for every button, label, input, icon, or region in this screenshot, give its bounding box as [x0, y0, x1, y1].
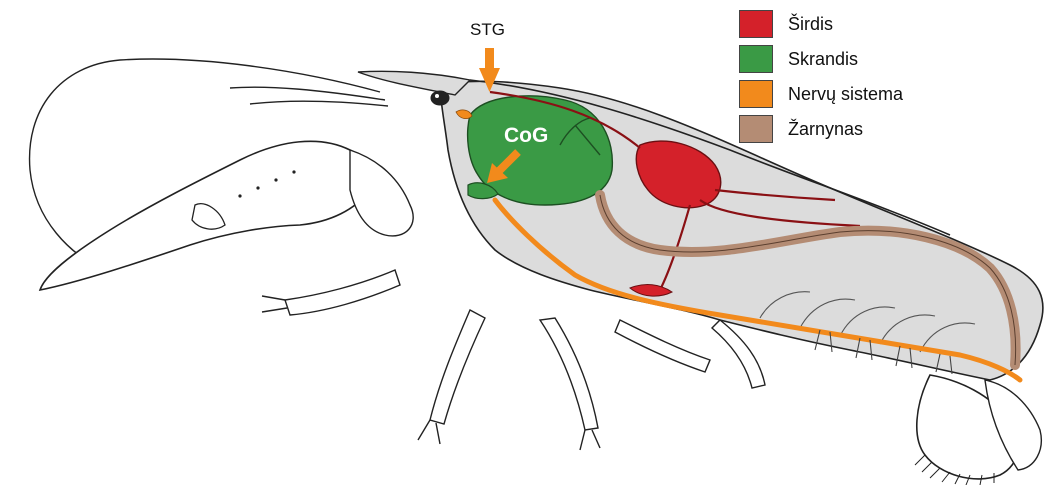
- eye: [431, 91, 449, 105]
- legend-label-nervous-system: Nervų sistema: [788, 84, 903, 105]
- cog-label: CoG: [504, 124, 548, 148]
- eye-highlight: [435, 94, 439, 98]
- legend-item-nervous-system: Nervų sistema: [739, 78, 1039, 113]
- legend-item-intestine: Žarnynas: [739, 113, 1039, 148]
- legend-label-intestine: Žarnynas: [788, 119, 863, 140]
- legend-swatch-stomach: [739, 45, 773, 73]
- legend-label-stomach: Skrandis: [788, 49, 858, 70]
- legend-item-heart: Širdis: [739, 8, 1039, 43]
- claw-arm: [350, 150, 413, 236]
- stg-label: STG: [470, 20, 505, 40]
- legend-swatch-heart: [739, 10, 773, 38]
- legend-item-stomach: Skrandis: [739, 43, 1039, 78]
- legend-swatch-intestine: [739, 115, 773, 143]
- legend-label-heart: Širdis: [788, 14, 833, 35]
- rostrum: [358, 71, 470, 95]
- legend: Širdis Skrandis Nervų sistema Žarnynas: [739, 8, 1039, 148]
- legend-swatch-nervous-system: [739, 80, 773, 108]
